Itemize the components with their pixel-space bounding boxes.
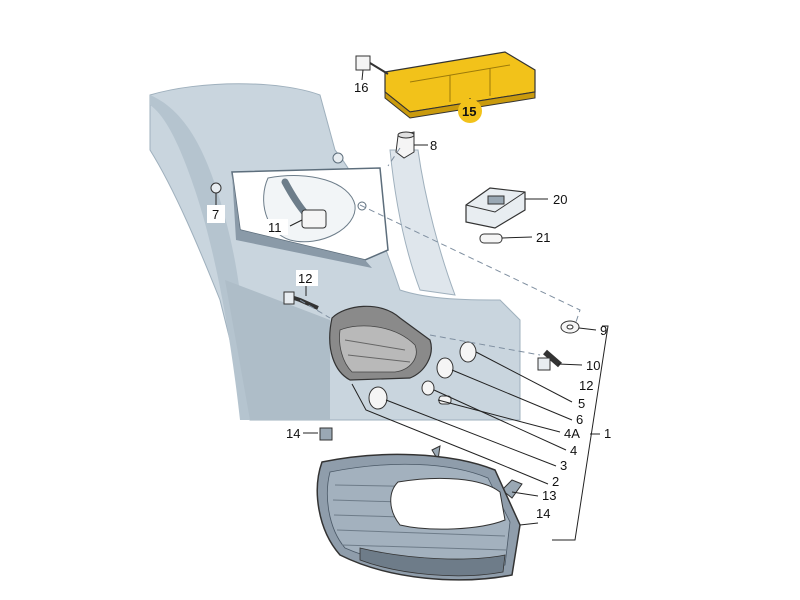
- label-9: 9: [600, 323, 607, 338]
- grommet-part: [395, 131, 415, 159]
- label-bg-12: [296, 270, 318, 286]
- label-bg-7: [207, 205, 225, 223]
- label-4: 4: [570, 443, 577, 458]
- label-13: 13: [542, 488, 556, 503]
- label-14-clip: 14: [286, 426, 300, 441]
- label-2: 2: [552, 474, 559, 489]
- leader-lines: [215, 69, 609, 541]
- label-4A: 4A: [564, 426, 580, 441]
- label-bg-11: [266, 219, 288, 235]
- label-12-screw: 12: [298, 271, 312, 286]
- rear-body-panel: [149, 83, 521, 421]
- label-15: 15: [462, 104, 476, 119]
- label-7: 7: [212, 207, 219, 222]
- label-16: 16: [354, 80, 368, 95]
- clip-parts: [319, 427, 523, 499]
- highlight-badge: [458, 99, 482, 123]
- label-21: 21: [536, 230, 550, 245]
- tail-lamp-housing: [316, 453, 521, 581]
- label-20: 20: [553, 192, 567, 207]
- label-11: 11: [268, 220, 282, 235]
- bulb-set: [368, 341, 477, 410]
- label-8: 8: [430, 138, 437, 153]
- bulb-carrier: [329, 305, 432, 381]
- label-14-housing: 14: [536, 506, 550, 521]
- label-6: 6: [576, 412, 583, 427]
- label-12-bolt: 12: [579, 378, 593, 393]
- label-1: 1: [604, 426, 611, 441]
- third-brake-light: [355, 51, 536, 119]
- label-3: 3: [560, 458, 567, 473]
- label-10: 10: [586, 358, 600, 373]
- assembly-lines: [299, 147, 581, 356]
- festoon-bulb: [479, 233, 503, 244]
- licence-plate-lamp: [465, 187, 526, 229]
- label-5: 5: [578, 396, 585, 411]
- washer-and-bolt: [537, 320, 580, 371]
